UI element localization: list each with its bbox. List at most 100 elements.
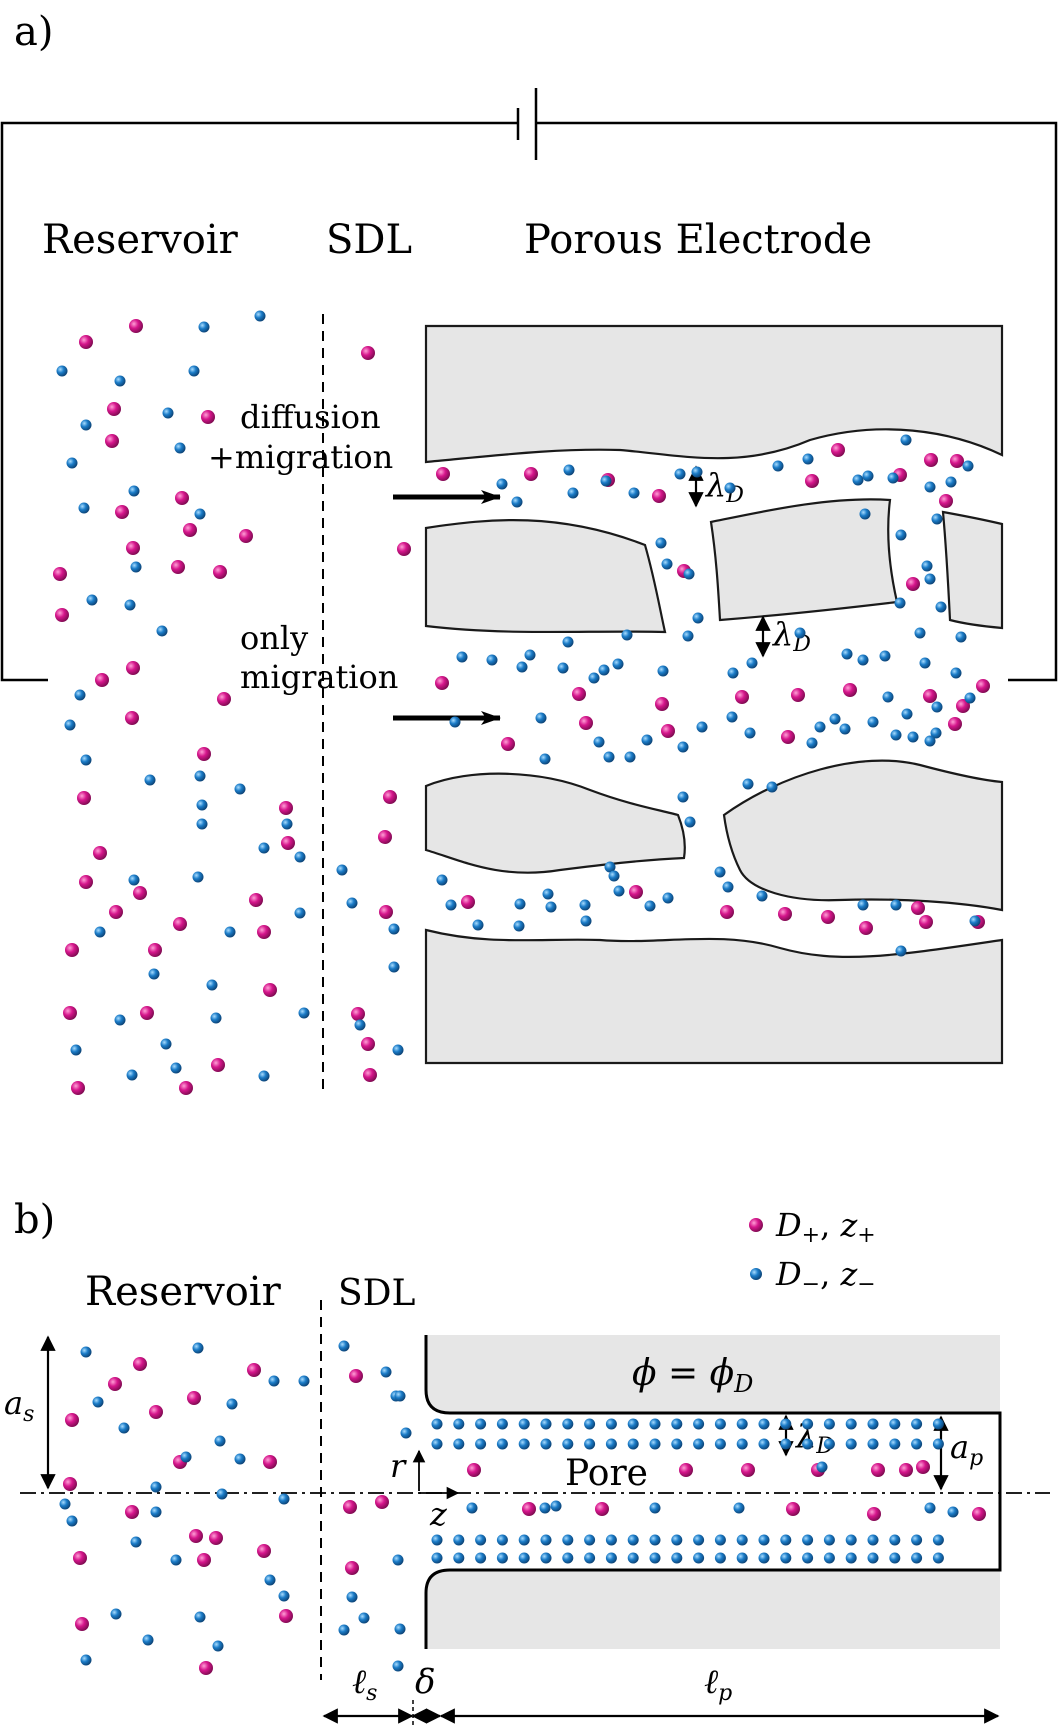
- anion: [80, 1346, 92, 1358]
- anion: [338, 1624, 350, 1636]
- anion: [802, 1418, 814, 1430]
- anion: [671, 1438, 683, 1450]
- anion: [924, 573, 936, 585]
- cation: [209, 1531, 223, 1545]
- cation: [735, 690, 749, 704]
- anion: [192, 871, 204, 883]
- cation: [239, 529, 253, 543]
- solid-block-1: [424, 519, 667, 634]
- anion: [194, 770, 206, 782]
- note-migration: migration: [240, 658, 398, 696]
- debye-indicator-a2: λD: [755, 615, 811, 658]
- anion: [852, 474, 864, 486]
- anion: [955, 631, 967, 643]
- anion: [671, 1534, 683, 1546]
- anion: [649, 1552, 661, 1564]
- ap-subscript: p: [969, 1446, 983, 1471]
- anion: [911, 1438, 923, 1450]
- panel-a-tag: a): [14, 9, 53, 55]
- anion: [545, 901, 557, 913]
- anion: [890, 899, 902, 911]
- anion: [194, 508, 206, 520]
- anion: [950, 667, 962, 679]
- anion: [535, 712, 547, 724]
- anion: [649, 1438, 661, 1450]
- anion: [802, 1552, 814, 1564]
- anion: [628, 487, 640, 499]
- anion: [857, 654, 869, 666]
- cation: [976, 679, 990, 693]
- anion: [649, 1502, 661, 1514]
- anion: [887, 472, 899, 484]
- anion: [802, 1534, 814, 1546]
- cation: [791, 688, 805, 702]
- anion: [394, 1623, 406, 1635]
- cation: [79, 335, 93, 349]
- anion: [336, 864, 348, 876]
- cation: [679, 1463, 693, 1477]
- anion: [780, 1418, 792, 1430]
- anion: [696, 721, 708, 733]
- anion: [859, 508, 871, 520]
- cation: [859, 921, 873, 935]
- cation: [741, 1463, 755, 1477]
- anion: [794, 627, 806, 639]
- ap-symbol: a: [950, 1428, 969, 1466]
- cation: [281, 836, 295, 850]
- anion: [196, 799, 208, 811]
- anion: [736, 1438, 748, 1450]
- anion: [562, 1438, 574, 1450]
- svg-text:ℓp: ℓp: [704, 1662, 732, 1706]
- anion: [475, 1552, 487, 1564]
- anion: [338, 1340, 350, 1352]
- anion: [693, 1534, 705, 1546]
- anion: [914, 627, 926, 639]
- anion: [733, 1502, 745, 1514]
- anion: [80, 419, 92, 431]
- anion: [605, 1534, 617, 1546]
- panel-a: a) Reservoir SDL Porous Electrode diffus…: [0, 9, 1058, 1095]
- anion: [196, 818, 208, 830]
- anion: [550, 1500, 562, 1512]
- cation: [171, 560, 185, 574]
- legend-anion-marker: [750, 1268, 762, 1280]
- anion: [758, 1552, 770, 1564]
- anion: [613, 885, 625, 897]
- cation: [65, 1413, 79, 1427]
- anion: [294, 851, 306, 863]
- anion: [431, 1438, 443, 1450]
- anion: [889, 1438, 901, 1450]
- cation: [781, 730, 795, 744]
- anion: [644, 900, 656, 912]
- anion: [964, 692, 976, 704]
- cation: [197, 1553, 211, 1567]
- anion: [540, 1552, 552, 1564]
- anion: [932, 1534, 944, 1546]
- anion: [894, 597, 906, 609]
- cation: [107, 402, 121, 416]
- cation: [105, 434, 119, 448]
- anion: [756, 890, 768, 902]
- legend-cation-sym2: z: [839, 1206, 858, 1244]
- anion: [226, 1398, 238, 1410]
- anion: [931, 513, 943, 525]
- lp-symbol: ℓ: [704, 1662, 718, 1702]
- anion: [780, 1438, 792, 1450]
- sdl-label-b: SDL: [338, 1273, 416, 1314]
- svg-text:D−, z−: D−, z−: [775, 1255, 876, 1297]
- legend-anion-sym2: z: [839, 1255, 858, 1293]
- anion: [56, 365, 68, 377]
- anion: [436, 874, 448, 886]
- anion: [947, 1506, 959, 1518]
- anion: [496, 1534, 508, 1546]
- anion: [895, 529, 907, 541]
- anion: [674, 468, 686, 480]
- anion: [66, 1515, 78, 1527]
- svg-text:ℓs: ℓs: [352, 1662, 377, 1706]
- anion: [580, 915, 592, 927]
- cation: [95, 673, 109, 687]
- anion: [513, 920, 525, 932]
- solid-block-5: [722, 759, 1004, 912]
- legend-anion-sep: ,: [820, 1255, 840, 1293]
- cation: [213, 565, 227, 579]
